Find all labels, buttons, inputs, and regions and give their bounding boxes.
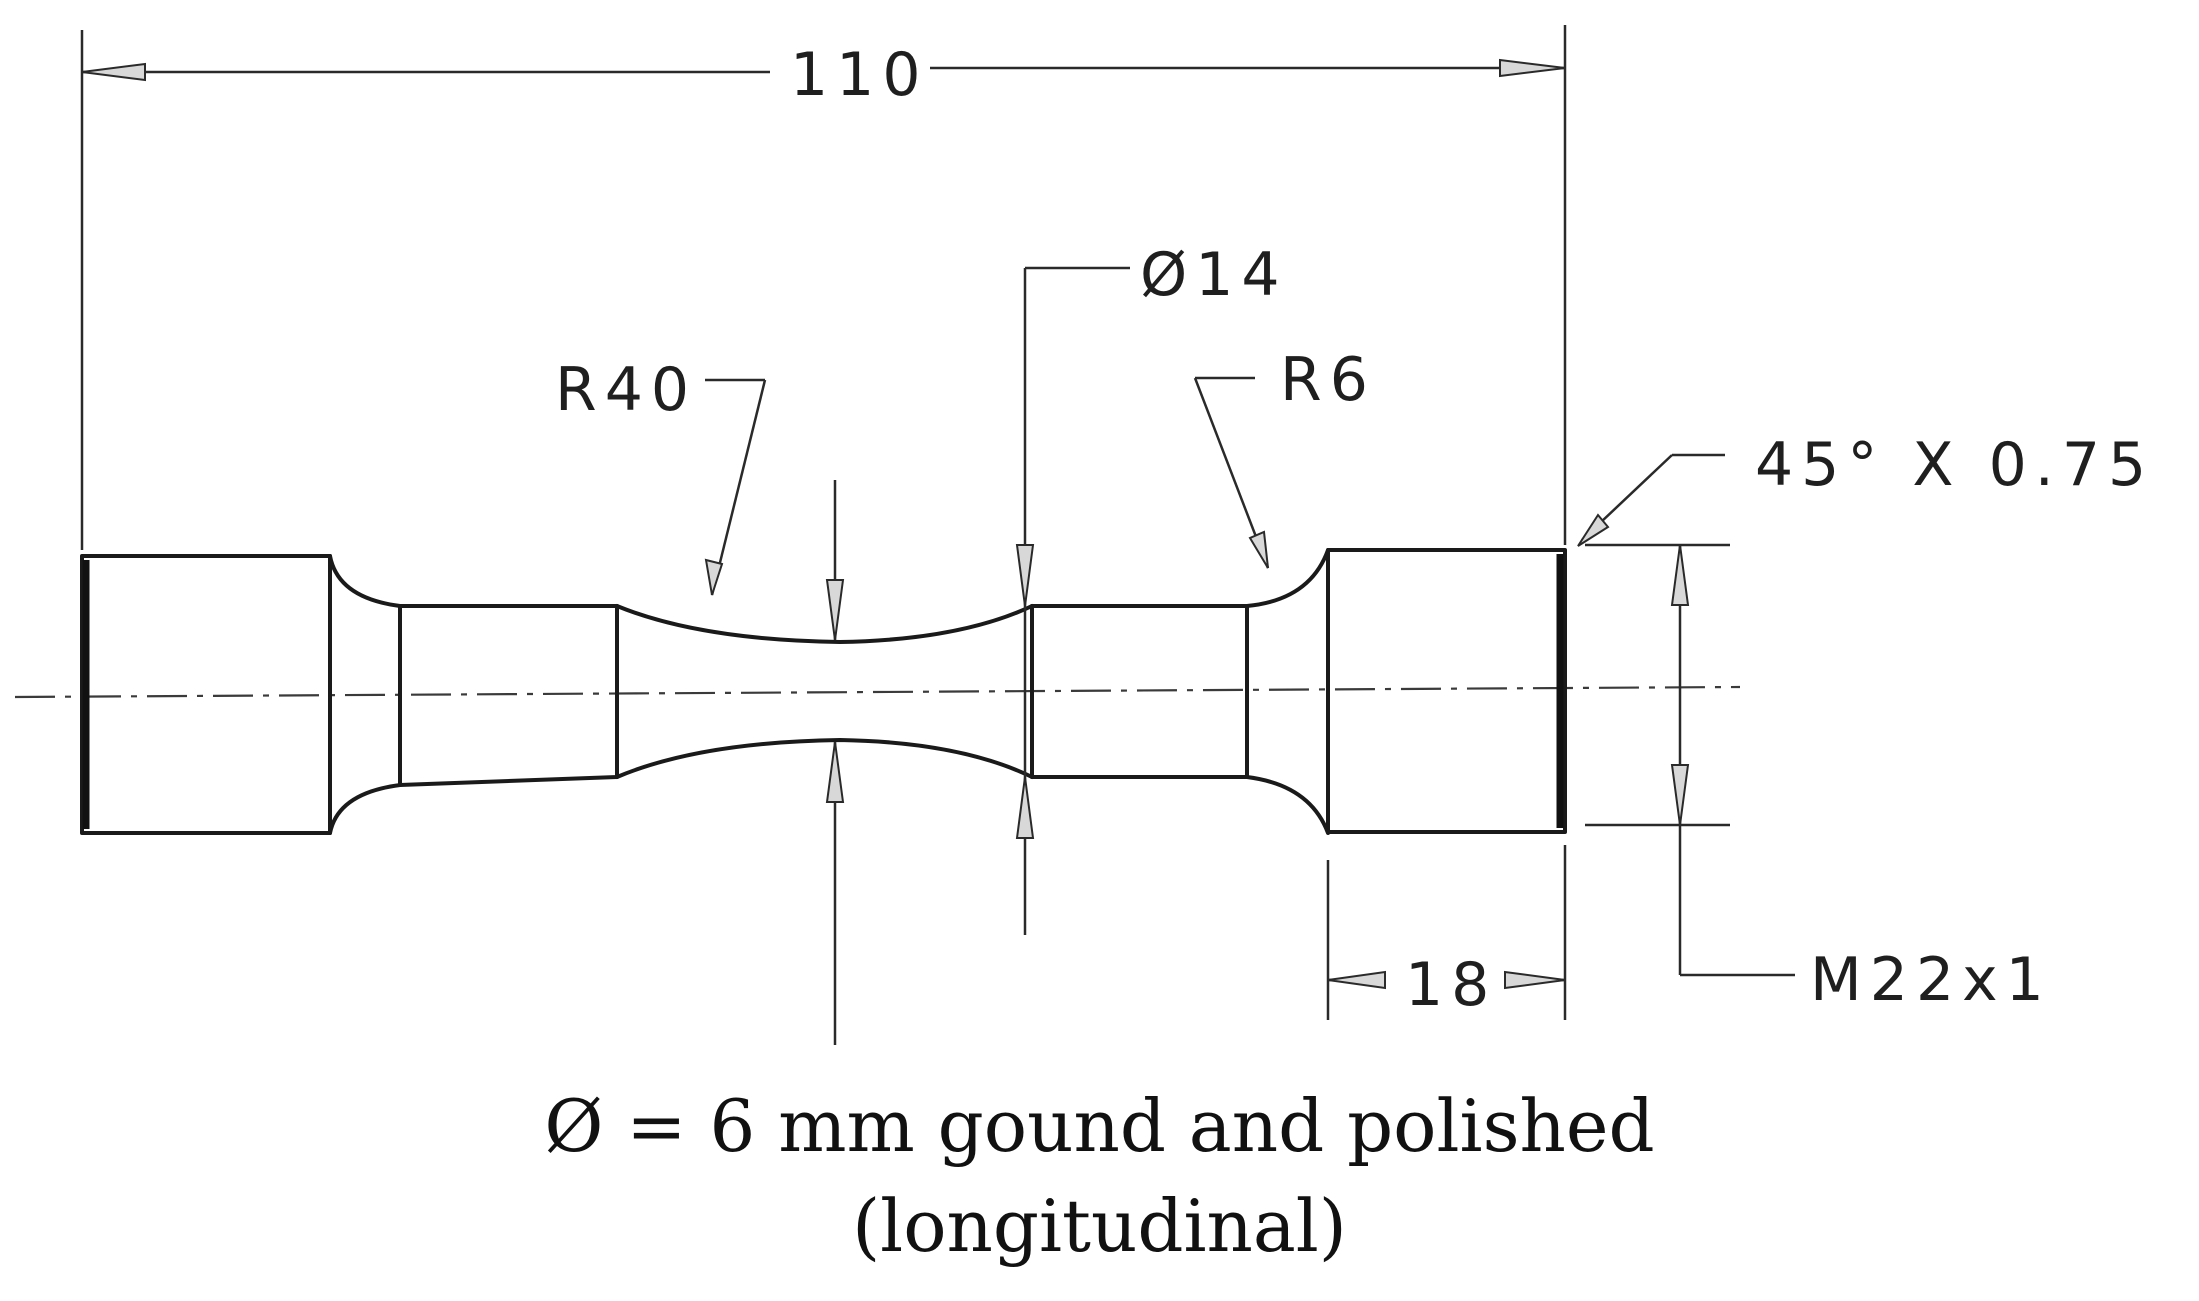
dim-shoulder-diameter [1015,266,1130,935]
overall-length-label: 110 [790,40,929,110]
caption-line-2: (longitudinal) [852,1184,1347,1268]
gauge-radius-label: R40 [555,355,697,425]
caption-line-1: Ø = 6 mm gound and polished [544,1084,1655,1168]
shoulder-diameter-label: Ø14 [1140,240,1288,310]
dim-chamfer [1577,453,1725,547]
centerline [14,685,1741,699]
dim-gauge-radius [704,378,767,596]
thread-length-label: 18 [1405,950,1497,1020]
thread-spec-label: M22x1 [1810,945,2052,1015]
dim-gauge-diameter [825,480,845,1045]
dim-fillet-radius [1193,376,1270,569]
fillet-radius-label: R6 [1280,345,1376,415]
specimen-outline [80,548,1567,835]
dim-overall-length [80,25,1567,550]
dim-thread-spec [1585,543,1795,977]
chamfer-label: 45° X 0.75 [1755,430,2154,500]
dim-thread-length [1326,845,1567,1020]
